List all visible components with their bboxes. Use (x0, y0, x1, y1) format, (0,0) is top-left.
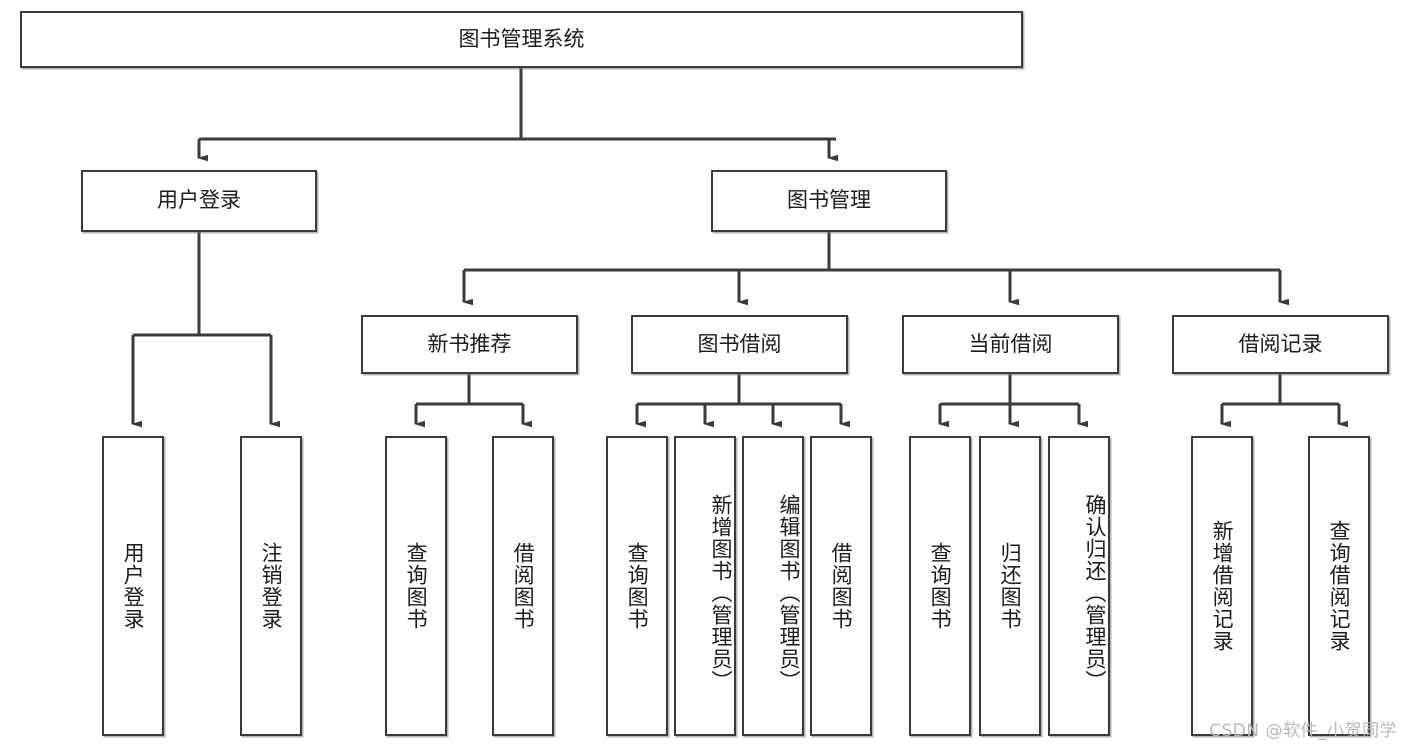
node-borrow-record[interactable]: 借阅记录 (1172, 315, 1389, 374)
node-current-borrow[interactable]: 当前借阅 (902, 315, 1119, 374)
node-leaf-confirm-return[interactable]: 确认归还（管理员） (1048, 436, 1110, 736)
node-leaf-add-book[interactable]: 新增图书（管理员） (674, 436, 736, 736)
csdn-watermark: CSDN @软件_小贺同学 (1209, 721, 1397, 741)
node-leaf-return-book[interactable]: 归还图书 (979, 436, 1041, 736)
node-leaf-query-book-1[interactable]: 查询图书 (385, 436, 447, 736)
node-new-book-recommend-label: 新书推荐 (427, 331, 512, 356)
node-leaf-logout-login[interactable]: 注销登录 (240, 436, 302, 736)
node-root[interactable]: 图书管理系统 (20, 11, 1023, 68)
node-leaf-query-borrow-record[interactable]: 查询借阅记录 (1308, 436, 1370, 736)
node-leaf-query-book-3-label: 查询图书 (928, 542, 953, 630)
node-new-book-recommend[interactable]: 新书推荐 (361, 315, 578, 374)
node-user-login-label: 用户登录 (157, 188, 241, 213)
node-book-borrow-label: 图书借阅 (697, 331, 782, 356)
node-leaf-add-book-label: 新增图书（管理员） (709, 494, 733, 692)
node-leaf-return-book-label: 归还图书 (998, 542, 1023, 630)
node-leaf-query-book-2[interactable]: 查询图书 (606, 436, 668, 736)
node-current-borrow-label: 当前借阅 (968, 331, 1053, 356)
node-leaf-edit-book[interactable]: 编辑图书（管理员） (742, 436, 804, 736)
node-book-management[interactable]: 图书管理 (711, 170, 947, 232)
node-leaf-borrow-book-2-label: 借阅图书 (829, 542, 854, 630)
node-leaf-add-borrow-record-label: 新增借阅记录 (1210, 520, 1235, 652)
node-leaf-query-book-1-label: 查询图书 (404, 542, 429, 630)
node-leaf-borrow-book-1-label: 借阅图书 (511, 542, 536, 630)
node-book-management-label: 图书管理 (787, 188, 871, 213)
node-leaf-logout-login-label: 注销登录 (259, 542, 284, 630)
node-borrow-record-label: 借阅记录 (1238, 331, 1323, 356)
node-book-borrow[interactable]: 图书借阅 (631, 315, 848, 374)
node-leaf-add-borrow-record[interactable]: 新增借阅记录 (1191, 436, 1253, 736)
node-root-label: 图书管理系统 (458, 26, 585, 51)
node-leaf-borrow-book-1[interactable]: 借阅图书 (492, 436, 554, 736)
node-leaf-query-borrow-record-label: 查询借阅记录 (1327, 520, 1352, 652)
node-leaf-confirm-return-label: 确认归还（管理员） (1083, 494, 1107, 692)
node-leaf-user-login-label: 用户登录 (121, 542, 146, 630)
node-user-login[interactable]: 用户登录 (81, 170, 317, 232)
node-leaf-user-login[interactable]: 用户登录 (102, 436, 164, 736)
node-leaf-query-book-3[interactable]: 查询图书 (909, 436, 971, 736)
node-leaf-borrow-book-2[interactable]: 借阅图书 (810, 436, 872, 736)
node-leaf-query-book-2-label: 查询图书 (625, 542, 650, 630)
node-leaf-edit-book-label: 编辑图书（管理员） (777, 494, 801, 692)
